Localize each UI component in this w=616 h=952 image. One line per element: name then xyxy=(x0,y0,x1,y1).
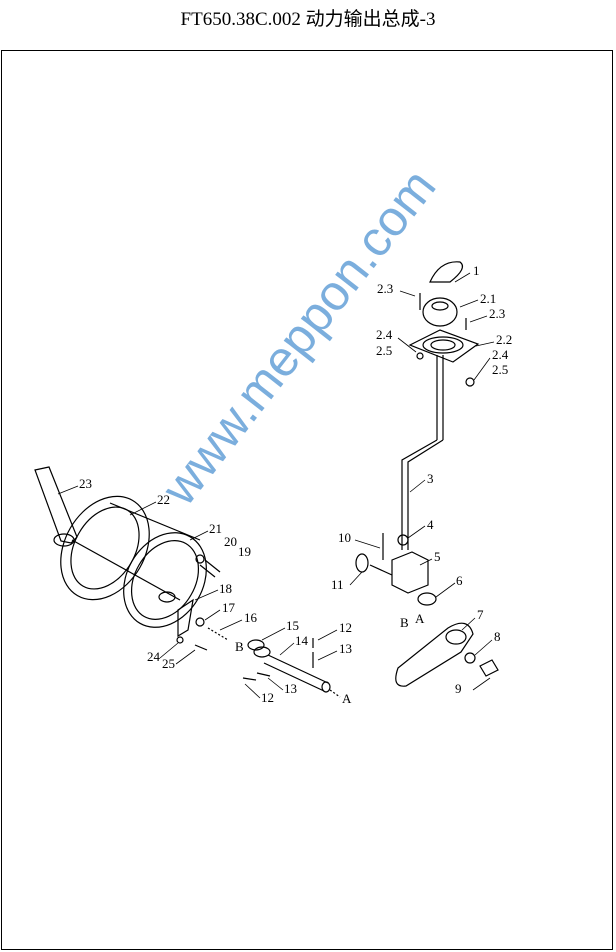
output-shaft xyxy=(263,654,331,693)
part-label: 13 xyxy=(284,681,297,696)
part-label: 5 xyxy=(434,549,441,564)
drawing-frame xyxy=(1,50,613,950)
part-label: 2.5 xyxy=(492,362,509,377)
part-label: 20 xyxy=(224,534,237,549)
part-label: 19 xyxy=(238,544,251,559)
part-label: 2.5 xyxy=(376,343,393,358)
direction-mark-a: A xyxy=(415,611,425,626)
housing xyxy=(123,532,207,628)
part-label: 18 xyxy=(219,581,232,596)
diagram-title: FT650.38C.002 动力输出总成-3 xyxy=(180,9,436,30)
direction-mark-b: B xyxy=(235,639,244,654)
part-label: 12 xyxy=(339,620,352,635)
part-label: 8 xyxy=(494,629,501,644)
part-label: 21 xyxy=(209,521,222,536)
part-label: 10 xyxy=(338,530,351,545)
part-label: 7 xyxy=(477,607,484,622)
part-label: 2.3 xyxy=(489,306,506,321)
shift-rod xyxy=(401,355,444,550)
part-label: 2.4 xyxy=(492,347,509,362)
part-label: 25 xyxy=(162,656,175,671)
part-label: 6 xyxy=(456,573,463,588)
gasket xyxy=(60,495,150,601)
shift-knob xyxy=(422,261,463,327)
direction-mark-b: B xyxy=(400,615,409,630)
part-label: 24 xyxy=(147,649,160,664)
detent-plate xyxy=(177,598,194,638)
part-label: 17 xyxy=(222,600,235,615)
fork-block xyxy=(391,551,429,594)
part-label: 16 xyxy=(244,610,257,625)
part-label: 15 xyxy=(286,618,299,633)
part-label: 2.1 xyxy=(480,291,497,306)
part-label: 9 xyxy=(455,681,462,696)
output-arm xyxy=(395,622,474,687)
part-label: 23 xyxy=(79,476,92,491)
part-label: 4 xyxy=(427,517,434,532)
part-label: 2.4 xyxy=(376,327,393,342)
part-label: 12 xyxy=(261,690,274,705)
ball-seat-plate xyxy=(408,329,480,363)
part-label: 3 xyxy=(427,471,434,486)
direction-mark-a: A xyxy=(342,691,352,706)
part-label: 2.3 xyxy=(377,281,394,296)
part-label: 22 xyxy=(157,492,170,507)
part-label: 1 xyxy=(473,263,480,278)
part-label: 11 xyxy=(331,577,344,592)
part-label: 13 xyxy=(339,641,352,656)
part-label: 2.2 xyxy=(496,332,513,347)
hand-crank xyxy=(34,466,78,547)
part-label: 14 xyxy=(295,633,308,648)
